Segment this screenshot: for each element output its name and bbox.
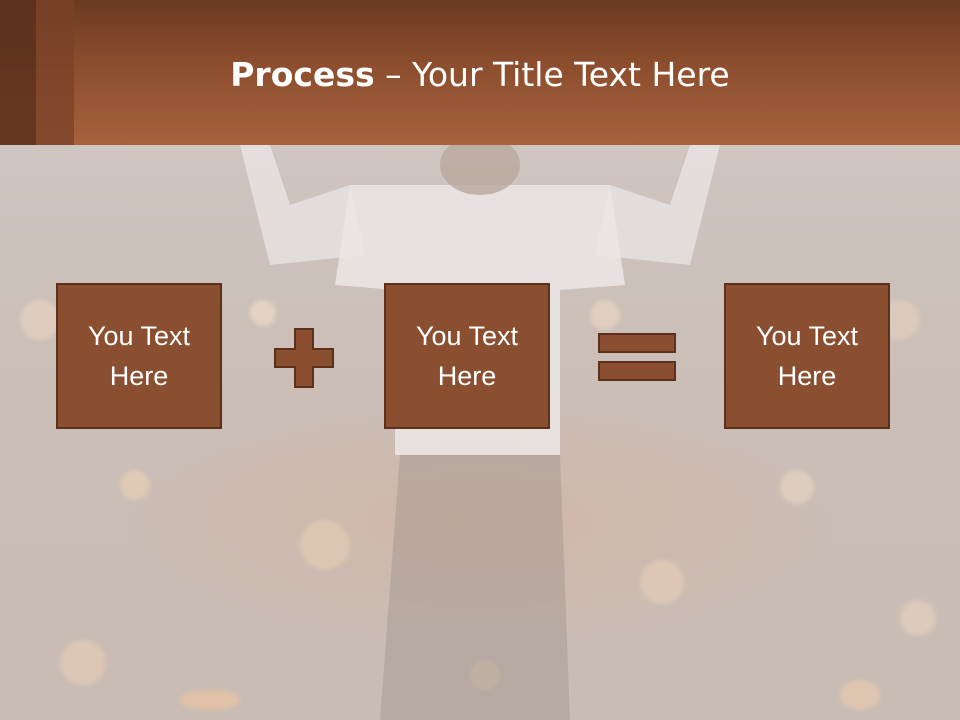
- slide-title: Process – Your Title Text Here: [0, 52, 960, 98]
- equals-bar-bottom: [598, 361, 676, 381]
- title-bar: Process – Your Title Text Here: [0, 0, 960, 145]
- equals-bar-top: [598, 333, 676, 353]
- header-accent-stripe: [36, 0, 74, 145]
- plus-icon: [274, 328, 334, 388]
- person-silhouette: [240, 145, 720, 720]
- process-box-3: You Text Here: [724, 283, 890, 429]
- process-box-text: You Text Here: [415, 321, 519, 391]
- process-box-text: You Text Here: [755, 321, 859, 391]
- process-box-text: You Text Here: [87, 321, 191, 391]
- title-bold: Process: [230, 55, 375, 94]
- header-accent-stripe: [0, 0, 36, 145]
- process-box-2: You Text Here: [384, 283, 550, 429]
- title-rest: – Your Title Text Here: [374, 55, 730, 94]
- process-box-1: You Text Here: [56, 283, 222, 429]
